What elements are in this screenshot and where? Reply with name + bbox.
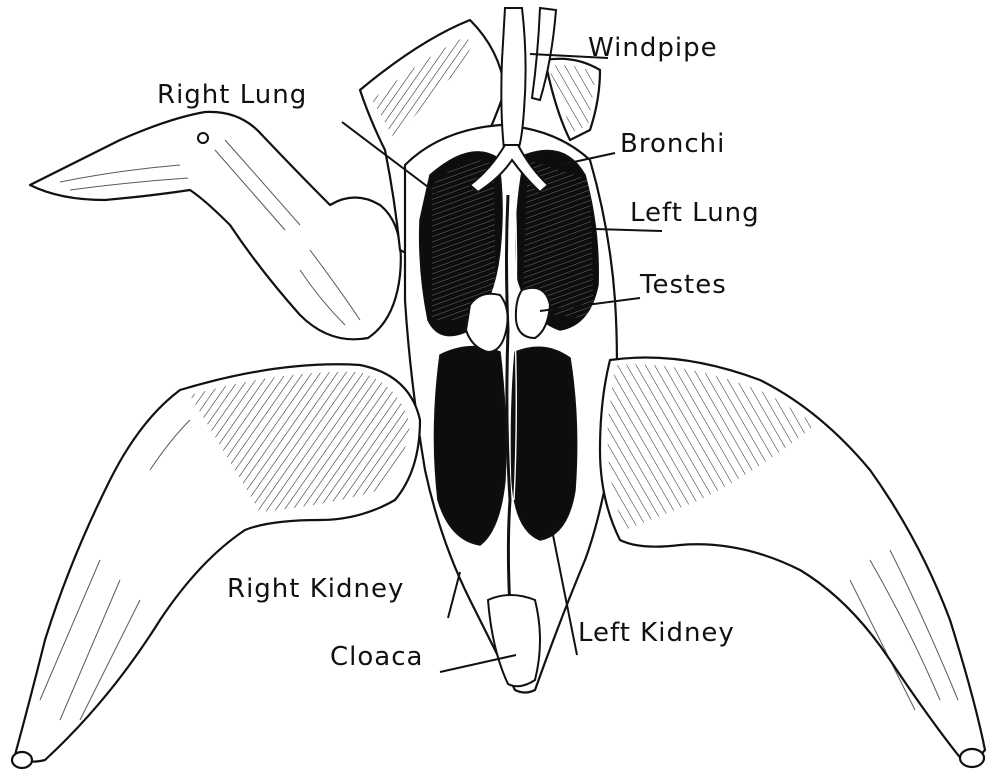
neck-tissue [358,18,602,262]
right-kidney [433,346,507,546]
labels: Windpipe Right Lung Bronchi Left Lung Te… [157,33,760,672]
label-left-lung: Left Lung [630,198,760,228]
left-lung [515,149,599,331]
leader-cloaca [439,654,517,673]
leader-right-kidney [447,571,461,619]
leader-testes [539,297,641,312]
label-right-lung: Right Lung [157,80,307,110]
leader-lines [341,53,663,673]
right-lung [418,151,503,337]
leader-right-lung [341,121,441,197]
leader-windpipe [529,53,609,59]
left-kidney [510,346,578,541]
label-testes: Testes [639,270,727,300]
left-leg [10,363,422,770]
leader-bronchi [559,152,616,166]
label-right-kidney: Right Kidney [227,574,404,604]
bronchi [468,144,550,194]
leader-left-kidney [551,529,578,656]
midline-vessels [505,194,518,641]
leader-left-lung [594,228,663,232]
testes [464,286,552,354]
label-left-kidney: Left Kidney [578,618,735,648]
label-windpipe: Windpipe [588,33,718,63]
label-bronchi: Bronchi [620,129,725,159]
upper-left-wing [28,110,402,341]
cloaca [486,594,541,688]
label-cloaca: Cloaca [330,642,423,672]
right-leg [598,356,987,769]
